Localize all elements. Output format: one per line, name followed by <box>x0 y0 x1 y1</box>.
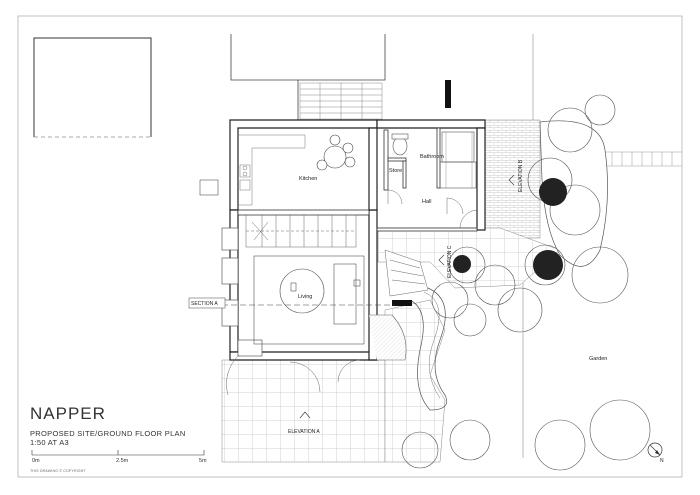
room-label-living: Living <box>298 294 312 300</box>
bathroom-fittings <box>391 131 477 189</box>
rear-vent-marker <box>445 80 451 108</box>
kitchen-units <box>238 134 306 206</box>
room-label-garden: Garden <box>589 356 607 362</box>
small-outbuilding <box>199 179 219 196</box>
front-vent-marker <box>392 300 412 306</box>
drawing-scale: 1:50 AT A3 <box>30 438 70 447</box>
elevation-c-label: ELEVATION C <box>447 245 453 278</box>
dining-table <box>316 134 356 171</box>
copyright-note: THIS DRAWING © COPYRIGHT <box>30 469 86 473</box>
curved-planter-wall-inner <box>423 291 441 399</box>
bay-windows <box>221 227 263 357</box>
scale-bar <box>31 450 205 456</box>
drawing-title: PROPOSED SITE/GROUND FLOOR PLAN <box>30 429 186 438</box>
section-a-line <box>188 297 395 309</box>
neighbour-building <box>33 37 152 137</box>
tree-trunks-dark <box>453 178 567 280</box>
curved-planter-wall <box>409 287 448 411</box>
scale-bar-label-end: 5m <box>199 458 207 464</box>
project-name: NAPPER <box>30 404 106 423</box>
paved-front-garden <box>221 359 386 463</box>
curved-garden-wall <box>539 120 608 267</box>
room-label-store: Store <box>389 168 402 174</box>
staircase <box>245 214 357 248</box>
room-label-bathroom: Bathroom <box>420 154 444 160</box>
internal-walls <box>237 127 478 232</box>
section-a-label: SECTION A <box>191 301 218 307</box>
elevation-markers <box>299 174 515 419</box>
front-bay-window <box>369 314 407 361</box>
elevation-b-label: ELEVATION B <box>518 159 524 192</box>
scale-bar-label-0: 0m <box>32 458 40 464</box>
rear-steps <box>299 82 383 124</box>
room-label-kitchen: Kitchen <box>299 176 317 182</box>
external-steps <box>384 249 429 297</box>
sheet-border <box>17 15 683 478</box>
north-arrow-icon: N <box>647 442 664 464</box>
living-furniture <box>253 255 365 345</box>
elevation-a-label: ELEVATION A <box>288 429 320 435</box>
scale-bar-label-mid: 2.5m <box>116 458 129 464</box>
neighbour-rear-building <box>230 34 386 123</box>
fence-posts <box>611 152 673 166</box>
north-label: N <box>660 458 664 464</box>
door-swings <box>226 189 479 396</box>
paved-terrace-north <box>483 119 541 246</box>
room-label-hall: Hall <box>422 199 431 205</box>
